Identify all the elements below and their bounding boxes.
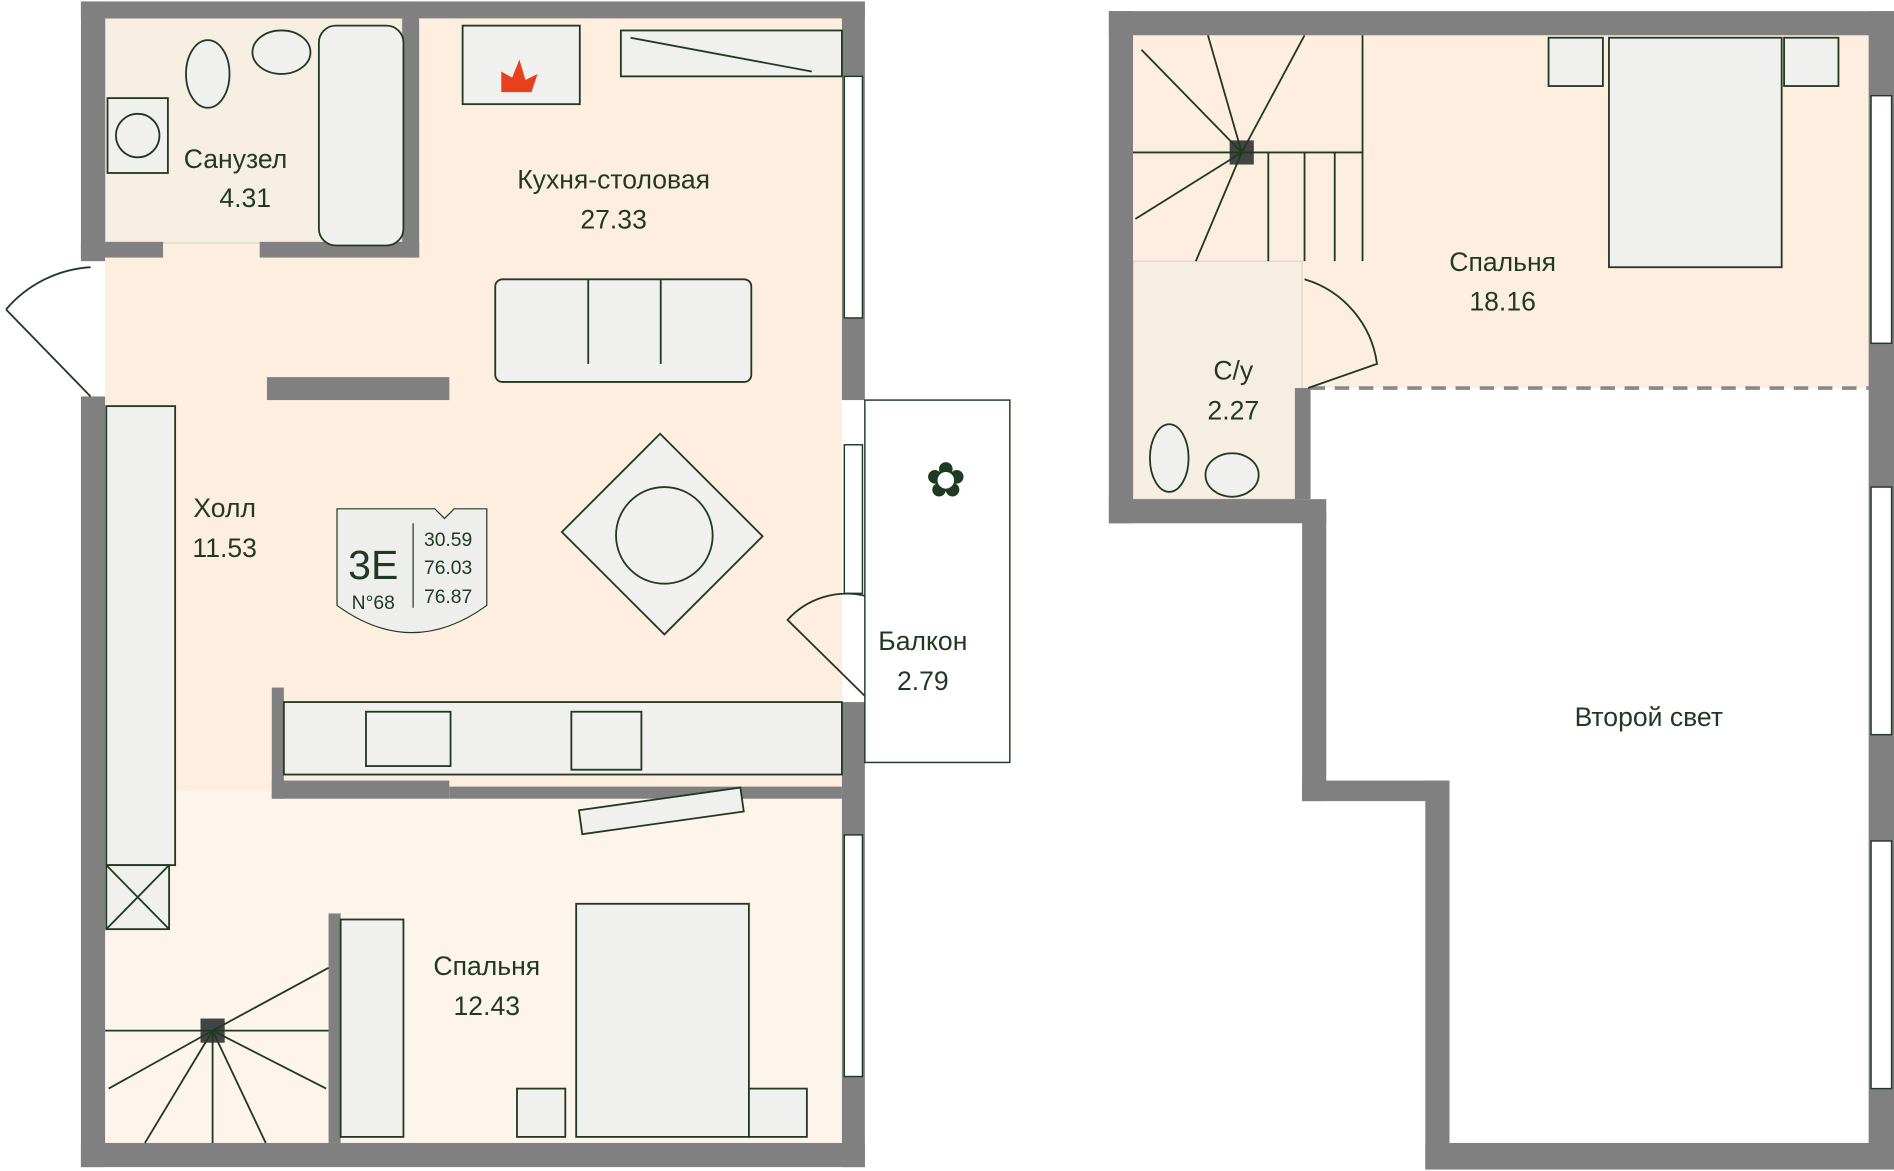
room-area-balcony: 2.79 [897, 666, 949, 696]
bed [575, 902, 750, 1138]
stairs [1133, 34, 1364, 262]
bed [1608, 36, 1783, 269]
bedroom-wardrobe [339, 918, 405, 1138]
lower-level: ✿ [5, 1, 1011, 1168]
room-area-bathroom: 4.31 [219, 183, 271, 213]
room-name-bedroom-2: Спальня [1449, 247, 1556, 277]
room-area-kitchen: 27.33 [580, 205, 646, 235]
apartment-badge: 3E N°68 30.59 76.03 76.87 [336, 508, 488, 634]
hall-wardrobe [105, 405, 177, 867]
fireplace [461, 24, 581, 106]
room-area-hall: 11.53 [192, 533, 257, 563]
washing-machine [106, 97, 169, 174]
apartment-type: 3E [348, 542, 398, 588]
room-name-hall: Холл [193, 493, 256, 523]
room-name-balcony: Балкон [878, 626, 967, 656]
tv [577, 786, 745, 836]
bathtub [317, 24, 405, 247]
apartment-number: N°68 [352, 593, 395, 614]
fire-icon [501, 59, 538, 93]
room-name-kitchen: Кухня-столовая [517, 165, 710, 195]
nightstand [516, 1087, 567, 1138]
room-area-bedroom-2: 18.16 [1469, 287, 1535, 317]
window [1870, 840, 1893, 1090]
sink [251, 29, 312, 75]
sink [1204, 452, 1260, 498]
window [843, 444, 864, 595]
tv [619, 29, 843, 78]
window [1870, 486, 1893, 736]
stairs [105, 967, 329, 1144]
nightstand [1547, 36, 1604, 87]
toilet [185, 39, 231, 109]
nightstand [1783, 36, 1840, 87]
toilet [1149, 423, 1190, 493]
balcony-railing [864, 399, 1011, 764]
room-name-bedroom-1: Спальня [433, 951, 540, 981]
area-living: 30.59 [424, 530, 472, 551]
upper-level [1108, 11, 1894, 1170]
area-total-with-balcony: 76.87 [424, 587, 472, 608]
plant-icon: ✿ [926, 455, 966, 508]
window [1870, 94, 1893, 345]
nightstand [747, 1087, 808, 1138]
window [843, 75, 864, 319]
area-total: 76.03 [424, 558, 472, 579]
room-area-bedroom-1: 12.43 [454, 991, 520, 1021]
kitchen-sink [365, 710, 452, 767]
sofa [494, 278, 753, 383]
room-name-bathroom: Санузел [184, 144, 287, 174]
cooktop [570, 710, 643, 771]
room-area-wc: 2.27 [1207, 395, 1259, 425]
room-name-wc: С/у [1213, 356, 1254, 386]
room-name-second-light: Второй свет [1575, 702, 1723, 732]
window [843, 834, 864, 1078]
dining-table [560, 432, 764, 636]
